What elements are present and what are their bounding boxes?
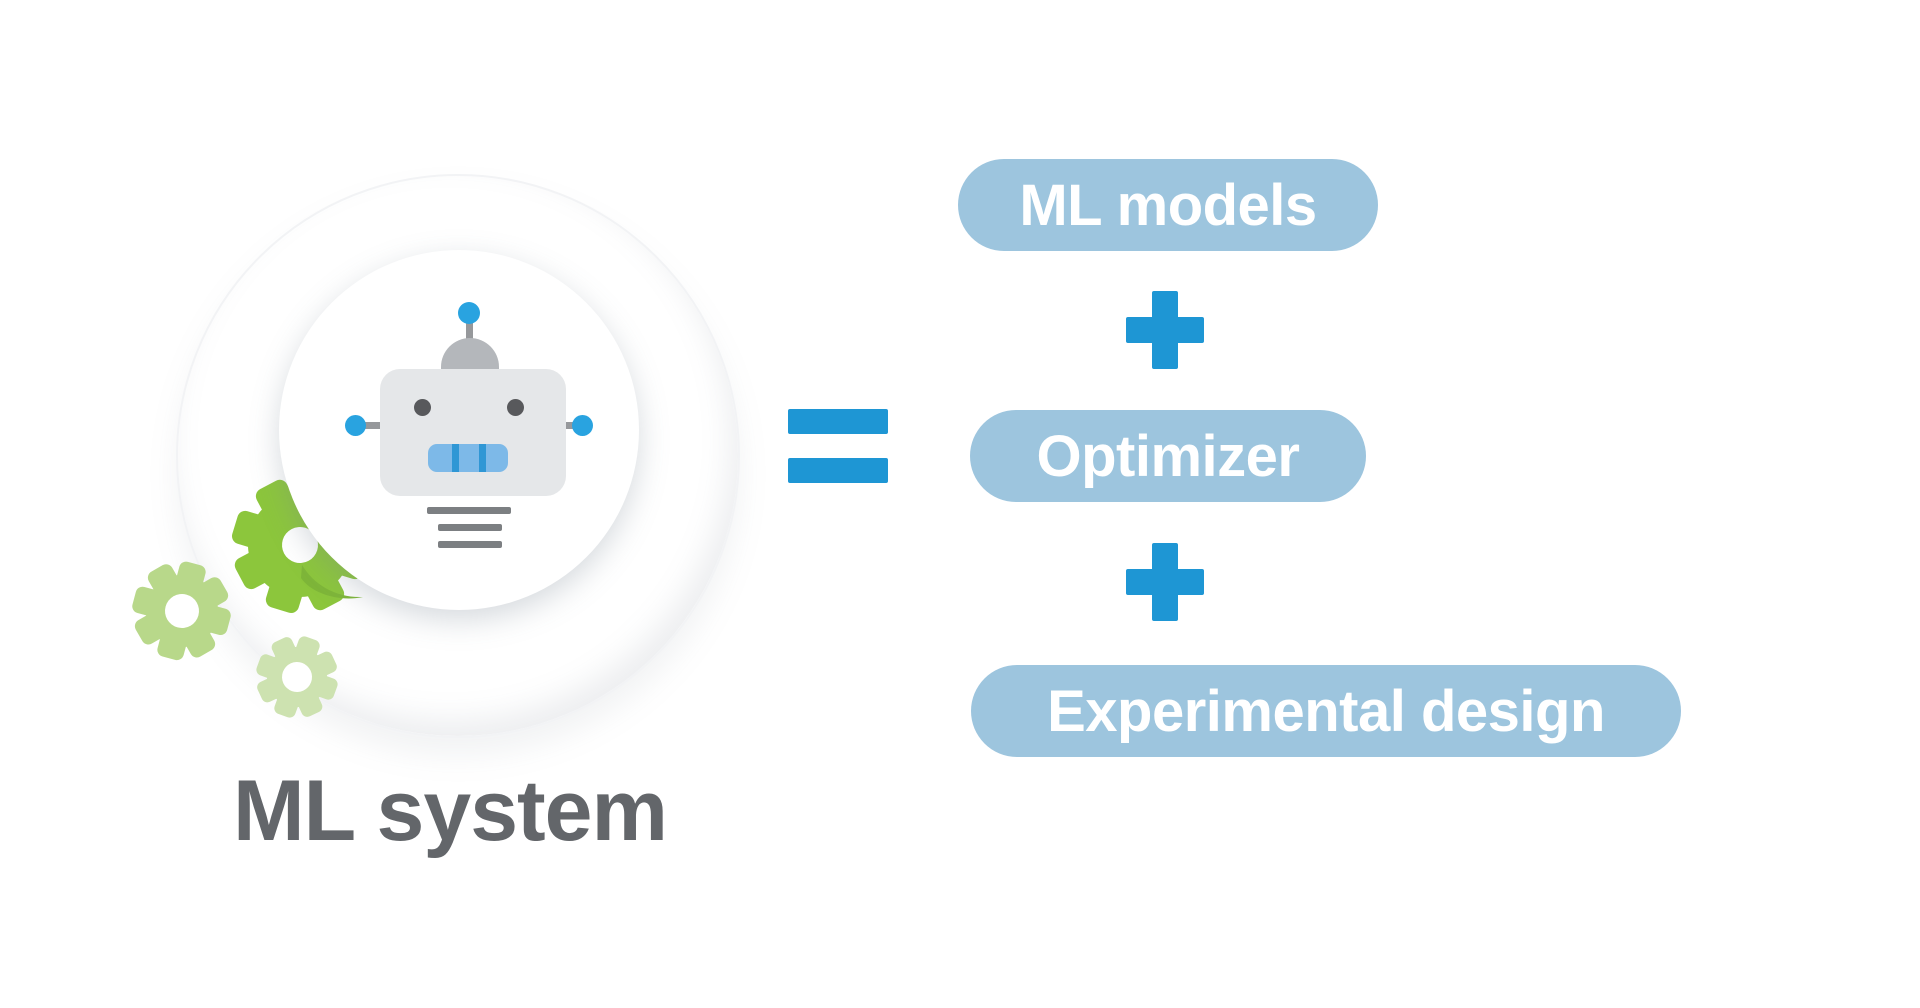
robot-mouth-stripe [479,444,486,472]
pill-optimizer: Optimizer [970,410,1366,502]
pill-label: Experimental design [1047,678,1605,744]
equals-icon [788,409,888,484]
robot-antenna-stem [466,316,473,342]
pill-label: ML models [1019,172,1317,238]
pill-ml-models: ML models [958,159,1378,251]
robot-ear-stem [357,422,383,429]
ml-system-label: ML system [233,763,668,859]
plus-bar [1152,291,1178,369]
plus-icon [1126,291,1204,369]
robot-eye [507,399,524,416]
equals-bar [788,458,888,483]
robot-eye [414,399,431,416]
robot-head [380,369,566,496]
robot-mouth-stripe [452,444,459,472]
gear-swoosh-icon [301,565,363,599]
plus-icon [1126,543,1204,621]
robot-neck-line [438,524,502,531]
robot-neck-line [438,541,502,548]
robot-mouth [428,444,508,472]
plus-bar [1152,543,1178,621]
robot-ear-ball [345,415,366,436]
robot-neck-line [427,507,511,514]
robot-antenna-ball [458,302,480,324]
robot-ear-ball [572,415,593,436]
pill-label: Optimizer [1036,423,1301,489]
pill-experimental-design: Experimental design [971,665,1681,757]
equals-bar [788,409,888,434]
